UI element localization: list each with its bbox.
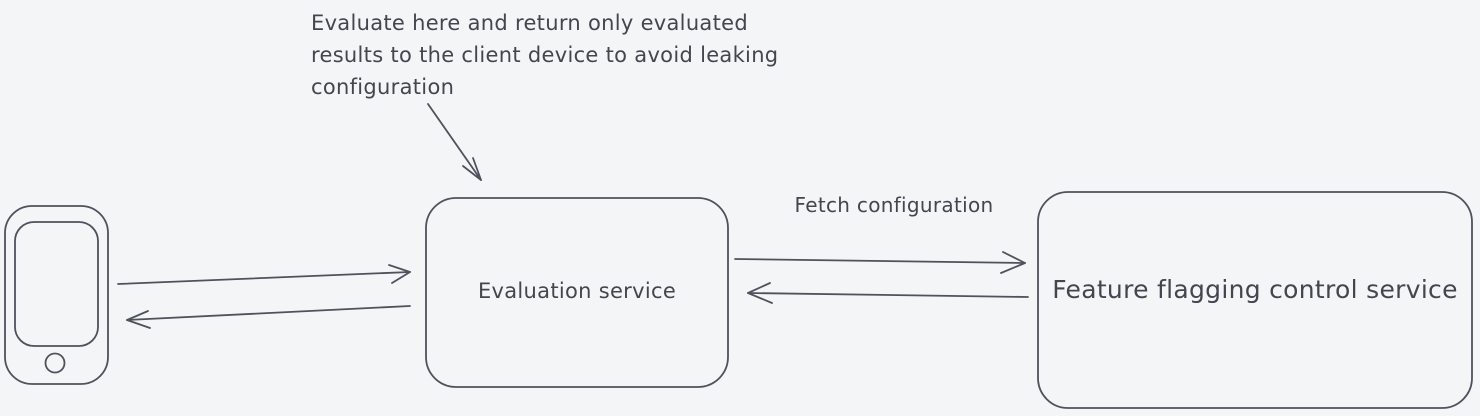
annotation-line-1: Evaluate here and return only evaluated	[311, 11, 748, 35]
smartphone-icon	[4, 205, 109, 385]
evaluation-service-label: Evaluation service	[478, 279, 676, 303]
client-to-evaluation-arrow	[117, 264, 411, 285]
control-to-evaluation-arrow	[747, 282, 1029, 304]
annotation-line-2: results to the client device to avoid le…	[311, 43, 778, 67]
annotation-arrow	[427, 103, 482, 181]
client-device-node	[4, 205, 109, 385]
evaluation-to-control-arrow	[734, 251, 1026, 274]
evaluation-service-node: Evaluation service	[425, 197, 729, 388]
home-button-circle	[44, 352, 66, 374]
fetch-configuration-label: Fetch configuration	[795, 193, 994, 217]
feature-flagging-control-service-node: Feature flagging control service	[1037, 191, 1473, 409]
annotation-line-3: configuration	[311, 75, 454, 99]
feature-flagging-control-service-label: Feature flagging control service	[1052, 275, 1458, 304]
evaluation-to-client-arrow	[126, 305, 411, 329]
annotation-note: Evaluate here and return only evaluated …	[311, 11, 778, 99]
